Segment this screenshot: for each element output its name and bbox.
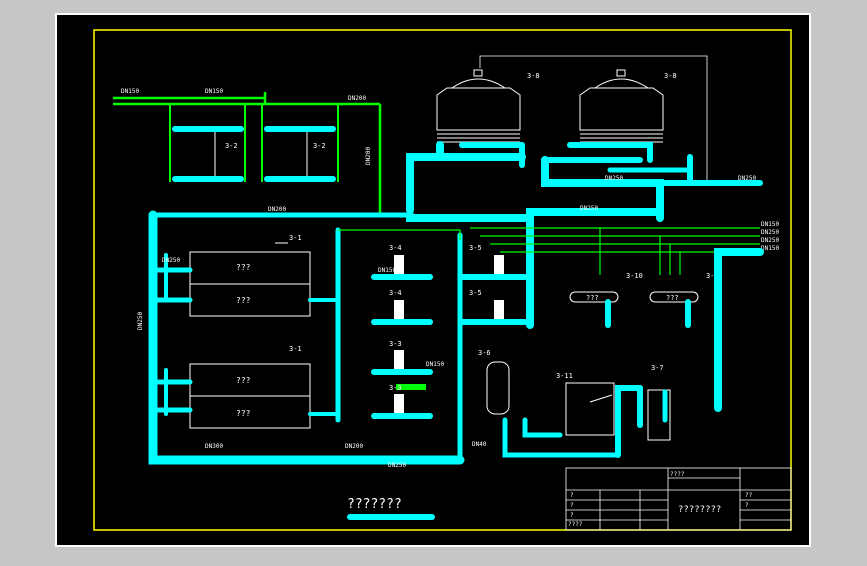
collector-label-1: ??? bbox=[586, 294, 599, 302]
softener-tag: 3-7 bbox=[651, 364, 664, 372]
label-tower-in: DN250 bbox=[738, 175, 756, 182]
right-main-labels: DN150 DN250 DN250 DN150 bbox=[761, 221, 779, 252]
label-top-inlet: DN150 bbox=[121, 88, 139, 95]
label-right-main-2: DN250 bbox=[761, 229, 779, 236]
title-underline bbox=[347, 514, 435, 520]
cooling-tower-1: 3-8 bbox=[436, 69, 540, 143]
label-bottom-main-2: DN250 bbox=[388, 462, 406, 469]
drawing-sheet bbox=[55, 13, 811, 547]
label-top-mid: DN150 bbox=[205, 88, 223, 95]
collector-label-2: ??? bbox=[666, 294, 679, 302]
chiller-1-tag: 3-1 bbox=[289, 234, 302, 242]
collector-tag: 3-10 bbox=[626, 272, 643, 280]
label-pump-right: DN150 bbox=[426, 361, 444, 368]
label-right-main-4: DN150 bbox=[761, 245, 779, 252]
chiller-1: ??? ??? 3-1 bbox=[189, 234, 311, 317]
pump-tag-4: 3-3 bbox=[389, 384, 402, 392]
chiller-branches bbox=[150, 253, 340, 416]
tb-footer-1: ???? bbox=[568, 521, 583, 528]
heat-exchanger-group-1: 3-2 bbox=[169, 104, 246, 182]
pump-tag-3: 3-3 bbox=[389, 340, 402, 348]
chiller-2-upper: ??? bbox=[236, 376, 251, 385]
label-vertical-mid: DN200 bbox=[365, 147, 372, 165]
tb-row-3: ? bbox=[570, 512, 574, 519]
tb-row-2: ? bbox=[570, 502, 574, 509]
label-main-header: DN200 bbox=[268, 206, 286, 213]
water-treatment-tag: 3-11 bbox=[556, 372, 573, 380]
main-headers bbox=[148, 208, 664, 465]
pump-3-4-b: 3-4 bbox=[371, 289, 433, 325]
drawing-title: ??????? bbox=[347, 497, 402, 512]
hx-1-tag: 3-2 bbox=[225, 142, 238, 150]
tb-cell: ? bbox=[745, 502, 749, 509]
drawing-frame bbox=[93, 29, 792, 531]
label-main-header-2: DN250 bbox=[580, 205, 598, 212]
right-piping bbox=[502, 248, 764, 458]
tb-drawing-name: ???????? bbox=[678, 505, 721, 515]
heat-exchanger-group-2: 3-2 bbox=[261, 104, 339, 182]
distributor-tag: 3-9 bbox=[706, 272, 719, 280]
expansion-tank: 3-6 bbox=[478, 349, 510, 415]
softener: 3-7 bbox=[647, 364, 671, 441]
water-treatment: 3-11 bbox=[556, 372, 615, 436]
top-inlet-lines bbox=[113, 92, 382, 215]
title-block bbox=[565, 467, 792, 531]
label-right-main-1: DN150 bbox=[761, 221, 779, 228]
pump-3-4-a: 3-4 bbox=[371, 244, 433, 280]
label-bottom-main: DN300 bbox=[205, 443, 223, 450]
pump-tag-1: 3-4 bbox=[389, 244, 402, 252]
pump-3-5-b: 3-5 bbox=[459, 289, 528, 325]
tower-piping bbox=[406, 141, 763, 222]
label-right-main-3: DN250 bbox=[761, 237, 779, 244]
tower-2-tag: 3-8 bbox=[664, 72, 677, 80]
label-pump-left: DN150 bbox=[378, 267, 396, 274]
chiller-2: ??? ??? 3-1 bbox=[189, 345, 311, 429]
pump-array: 3-4 3-4 3-3 3-3 3-5 3-5 DN150 bbox=[371, 244, 528, 419]
distributor-collector: ??? ??? 3-10 3-9 bbox=[569, 272, 719, 303]
label-top-right: DN200 bbox=[348, 95, 366, 102]
label-tower-out: DN250 bbox=[605, 175, 623, 182]
label-small: DN40 bbox=[472, 441, 487, 448]
tower-1-tag: 3-8 bbox=[527, 72, 540, 80]
label-chiller-vert: DN250 bbox=[137, 312, 144, 330]
tb-row-1: ? bbox=[570, 492, 574, 499]
chiller-2-lower: ??? bbox=[236, 409, 251, 418]
hx-2-tag: 3-2 bbox=[313, 142, 326, 150]
tb-scale: ?? bbox=[745, 492, 753, 499]
pump-tag-2: 3-4 bbox=[389, 289, 402, 297]
pump-tag-5: 3-5 bbox=[469, 244, 482, 252]
pump-3-3-b: 3-3 bbox=[371, 384, 433, 419]
chiller-1-lower: ??? bbox=[236, 296, 251, 305]
pump-3-3-a: 3-3 bbox=[371, 340, 433, 375]
tb-header: ???? bbox=[670, 471, 685, 478]
expansion-tank-tag: 3-6 bbox=[478, 349, 491, 357]
label-bottom-mid: DN200 bbox=[345, 443, 363, 450]
pump-tag-6: 3-5 bbox=[469, 289, 482, 297]
chiller-1-upper: ??? bbox=[236, 263, 251, 272]
pump-3-5-a: 3-5 bbox=[459, 244, 528, 280]
chiller-2-tag: 3-1 bbox=[289, 345, 302, 353]
label-chiller-branch: DN250 bbox=[162, 257, 180, 264]
